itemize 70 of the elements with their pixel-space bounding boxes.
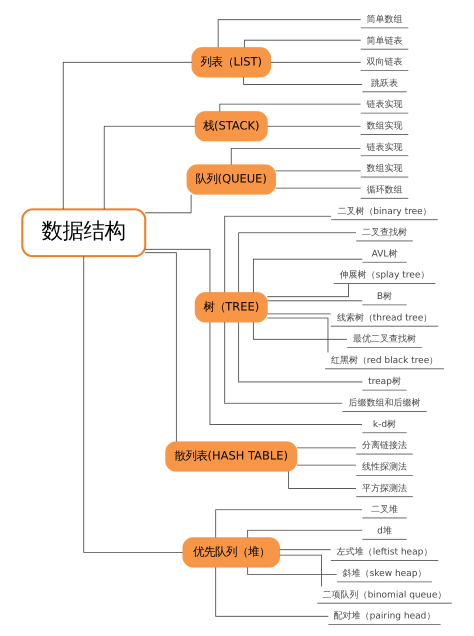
node-text: 线索树（thread tree） [336, 313, 432, 324]
node-text: AVL树 [372, 249, 398, 260]
node-text: 链表实现 [366, 100, 403, 110]
connector [144, 252, 177, 442]
node-text: 平方探测法 [362, 484, 408, 494]
connector [238, 322, 363, 382]
connector [275, 170, 362, 172]
node-text: 数组实现 [366, 164, 403, 174]
connector [230, 148, 361, 166]
connector [104, 126, 196, 210]
node-box: 栈(STACK) [194, 111, 268, 142]
node-text: treap树 [368, 377, 401, 388]
node-text: 二项队列（binomial queue） [322, 590, 446, 600]
node-text: 数组实现 [366, 122, 403, 132]
connector [224, 322, 343, 404]
node-text: 分离链接法 [362, 441, 408, 452]
node-text: 二叉查找树 [362, 228, 408, 238]
node-box: 散列表(HASH TABLE) [165, 441, 298, 472]
connector [243, 76, 363, 85]
connector [218, 19, 362, 48]
connector [247, 530, 363, 538]
node-text: 二叉堆 [371, 505, 398, 516]
node-box: 数据结构 [21, 208, 146, 258]
connector [62, 62, 192, 210]
node-text: B树 [376, 292, 392, 302]
connector [288, 470, 356, 489]
node-text: 跳跃表 [371, 78, 398, 89]
connector [244, 40, 362, 48]
node-text: 伸展树（splay tree） [340, 270, 430, 281]
node-text: 线性探测法 [362, 462, 408, 472]
connector [267, 313, 332, 314]
node-text: 斜堆（skew heap） [342, 568, 426, 579]
connector [252, 258, 363, 293]
connector [252, 322, 348, 340]
connector [215, 566, 329, 617]
node-text: 简单链表 [366, 36, 403, 46]
node-box: 树（TREE) [194, 292, 268, 323]
node-text: k-d树 [372, 420, 396, 430]
connector [296, 464, 356, 466]
node-text: 最优二叉查找树 [353, 334, 416, 345]
connector [267, 126, 362, 127]
connector [279, 549, 332, 550]
connector [238, 232, 356, 293]
connector [144, 194, 192, 214]
node-box: 优先队列（堆） [182, 537, 280, 568]
node-text: 后缀数组和后缀树 [348, 398, 421, 409]
node-text: 链表实现 [366, 142, 403, 153]
connector [247, 566, 338, 575]
node-text: 左式堆（leftist heap） [336, 548, 432, 558]
connector [219, 104, 361, 112]
connector [144, 248, 210, 293]
node-text: 简单数组 [366, 14, 403, 25]
connector [279, 554, 322, 587]
connector [270, 62, 362, 63]
connector [210, 322, 362, 425]
connector [83, 256, 183, 553]
connector [215, 509, 362, 538]
connector [267, 318, 328, 353]
node-text: 双向链表 [366, 58, 403, 68]
connector [267, 300, 363, 302]
node-box: 队列(QUEUE) [186, 164, 276, 195]
node-text: 配对堆（pairing head） [334, 612, 436, 622]
node-text: 二叉树（binary tree） [337, 206, 432, 217]
connector [266, 283, 349, 298]
connector [224, 216, 332, 293]
node-text: 循环数组 [366, 185, 403, 196]
connector [296, 447, 356, 448]
node-text: 红黑树（red black tree） [330, 356, 438, 366]
node-box: 列表（LIST) [192, 47, 272, 78]
node-text: d堆 [377, 526, 392, 536]
